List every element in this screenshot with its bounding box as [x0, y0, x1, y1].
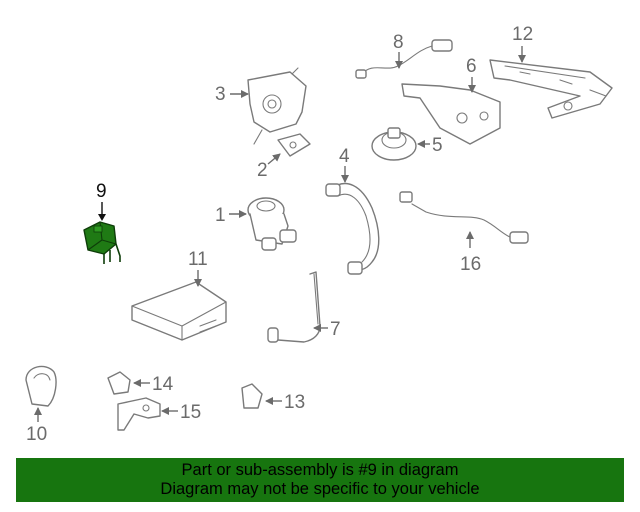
- part-1-egr-valve[interactable]: [247, 197, 297, 251]
- callout-3-label: 3: [215, 84, 226, 105]
- callout-11-label: 11: [188, 249, 208, 270]
- callout-2-label: 2: [257, 160, 268, 181]
- part-5-valve-cap[interactable]: [371, 127, 417, 161]
- callout-10-label: 10: [26, 424, 47, 445]
- banner-line-1: Part or sub-assembly is #9 in diagram: [181, 461, 459, 479]
- part-10-sensor[interactable]: [25, 365, 57, 407]
- callout-13: 13: [265, 392, 305, 413]
- callout-14: 14: [133, 374, 174, 395]
- callout-1-label: 1: [215, 205, 226, 226]
- callout-15-label: 15: [180, 402, 201, 423]
- callout-1: 1: [215, 205, 247, 226]
- info-banner: Part or sub-assembly is #9 in diagram Di…: [16, 458, 624, 502]
- banner-line-2: Diagram may not be specific to your vehi…: [160, 480, 480, 498]
- callout-13-label: 13: [284, 392, 305, 413]
- callout-4-label: 4: [339, 146, 350, 167]
- part-3-egr-valve-assembly[interactable]: [247, 67, 307, 145]
- callout-12-label: 12: [512, 24, 533, 45]
- part-7-rod[interactable]: [267, 271, 321, 343]
- callout-16-label: 16: [460, 254, 481, 275]
- part-13-small-bracket[interactable]: [241, 383, 263, 409]
- callout-16: 16: [460, 231, 481, 275]
- callout-7: 7: [313, 319, 341, 340]
- callout-10: 10: [26, 407, 47, 445]
- callout-9-label: 9: [96, 181, 107, 202]
- part-9-solenoid-highlighted[interactable]: [83, 221, 121, 264]
- callout-2: 2: [257, 153, 281, 181]
- callout-7-label: 7: [330, 319, 341, 340]
- part-15-bracket[interactable]: [117, 397, 161, 431]
- part-8-oxygen-sensor[interactable]: [355, 39, 453, 79]
- part-16-sensor-harness[interactable]: [399, 191, 529, 244]
- part-11-control-module[interactable]: [131, 281, 227, 341]
- part-2-gasket[interactable]: [277, 133, 311, 157]
- callout-4: 4: [339, 146, 350, 183]
- callout-8-label: 8: [393, 32, 404, 53]
- callout-5: 5: [417, 135, 443, 156]
- callout-8: 8: [393, 32, 404, 69]
- callout-6-label: 6: [466, 56, 477, 77]
- callout-9: 9: [96, 181, 107, 221]
- callout-5-label: 5: [432, 135, 443, 156]
- part-6-mounting-plate[interactable]: [401, 83, 501, 145]
- part-12-bracket[interactable]: [489, 59, 613, 119]
- parts-diagram: 8 12 6 3 2: [25, 24, 613, 445]
- part-4-egr-tube[interactable]: [325, 182, 380, 275]
- callout-6: 6: [466, 56, 477, 93]
- part-14-clip[interactable]: [107, 371, 131, 395]
- callout-3: 3: [215, 84, 249, 105]
- callout-12: 12: [512, 24, 533, 63]
- callout-11: 11: [188, 249, 208, 287]
- callout-14-label: 14: [152, 374, 174, 395]
- callout-15: 15: [161, 402, 201, 423]
